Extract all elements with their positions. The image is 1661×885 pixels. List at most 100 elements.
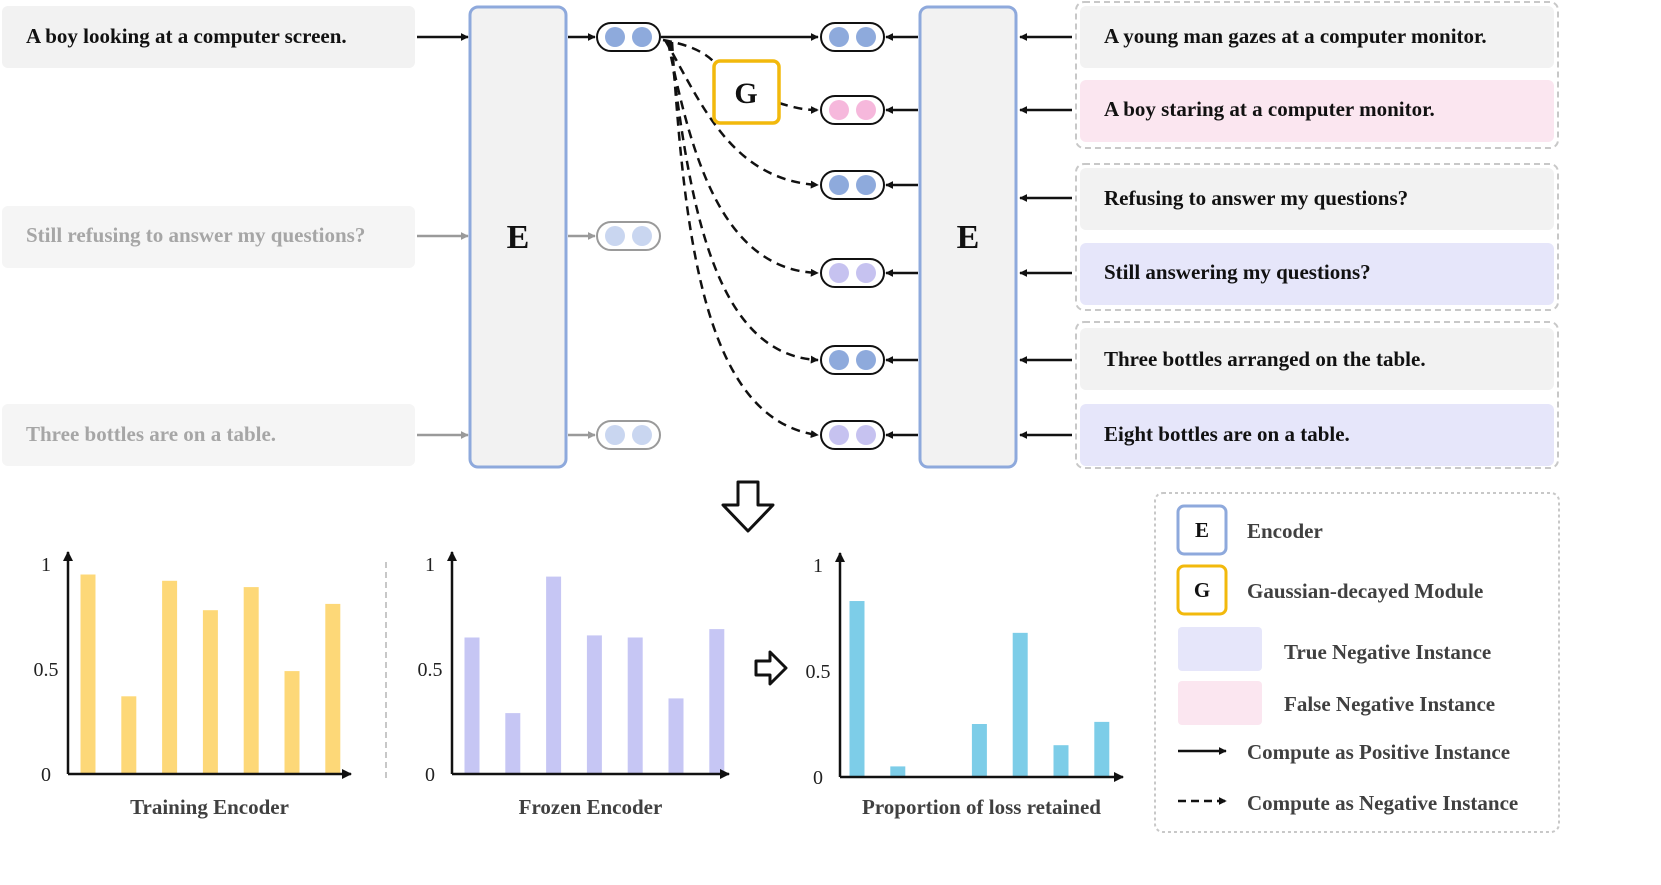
legend-positive-label: Compute as Positive Instance <box>1247 740 1510 764</box>
encoder-label: E <box>507 219 530 256</box>
embedding-dot <box>605 27 625 47</box>
dashed-arrow-g-out <box>778 101 819 114</box>
chart-title: Training Encoder <box>130 795 289 819</box>
right-sentence-text: Eight bottles are on a table. <box>1104 422 1350 446</box>
legend-gaussian-swatch-label: G <box>1194 578 1210 602</box>
legend-encoder-swatch <box>1176 504 1228 556</box>
right-sentence-text: A boy staring at a computer monitor. <box>1104 97 1435 121</box>
bar <box>1053 745 1069 777</box>
chart-title: Frozen Encoder <box>519 795 663 819</box>
bar <box>284 671 300 774</box>
bar <box>243 587 259 774</box>
bar <box>464 637 480 774</box>
left-sentence-bg <box>2 206 415 268</box>
bar <box>80 574 96 774</box>
encoder-box <box>918 5 1018 469</box>
gaussian-module: G <box>712 59 781 125</box>
y-tick-label: 0.5 <box>418 659 443 681</box>
y-tick-label: 0.5 <box>806 661 831 683</box>
right-sentence-text: Three bottles arranged on the table. <box>1104 347 1426 371</box>
bar <box>546 576 562 774</box>
y-tick-label: 0.5 <box>34 659 59 681</box>
right-input-arrows <box>1019 33 1072 439</box>
right-sentence-3: Refusing to answer my questions? <box>1080 168 1554 230</box>
y-tick-label: 1 <box>41 554 51 576</box>
dashed-arrow <box>668 41 819 364</box>
right-encoder: E <box>918 5 1018 469</box>
bar <box>586 635 602 774</box>
bar <box>202 610 218 774</box>
bar <box>709 629 725 774</box>
right-sentence-6: Eight bottles are on a table. <box>1080 404 1554 466</box>
right-sentence-text: Refusing to answer my questions? <box>1104 186 1408 210</box>
left-sentence-bg <box>2 404 415 466</box>
legend-gaussian-swatch <box>1176 564 1228 616</box>
left-sentence-3: Three bottles are on a table. <box>2 404 415 466</box>
right-embeddings <box>820 22 885 450</box>
left-sentence-text: A boy looking at a computer screen. <box>26 24 347 48</box>
y-tick-label: 0 <box>813 767 823 789</box>
bar <box>505 713 521 774</box>
right-embedding <box>820 170 885 200</box>
left-sentence-2: Still refusing to answer my questions? <box>2 206 415 268</box>
right-sentence-2: A boy staring at a computer monitor. <box>1080 80 1554 142</box>
gaussian-box <box>712 59 781 125</box>
gaussian-label: G <box>734 77 757 110</box>
right-embedding <box>820 345 885 375</box>
chart-title: Proportion of loss retained <box>862 795 1101 819</box>
bar <box>668 698 684 774</box>
bar <box>849 601 865 777</box>
dashed-arrow <box>670 41 819 439</box>
right-embedding <box>820 258 885 288</box>
right-embedding <box>820 22 885 52</box>
right-sentence-4: Still answering my questions? <box>1080 243 1554 305</box>
left-sentence-bg <box>2 6 415 68</box>
left-encoder: E <box>468 5 568 469</box>
y-tick-label: 0 <box>41 764 51 786</box>
negative-arrows <box>662 38 819 439</box>
embedding-dot <box>632 27 652 47</box>
right-sentence-text: Still answering my questions? <box>1104 260 1371 284</box>
bar <box>162 580 178 774</box>
bar <box>325 603 341 774</box>
legend-true-negative-swatch <box>1178 627 1262 671</box>
legend-false-negative-label: False Negative Instance <box>1284 692 1495 716</box>
legend-false-negative-swatch <box>1178 681 1262 725</box>
left-sentence-text: Three bottles are on a table. <box>26 422 276 446</box>
bar <box>627 637 643 774</box>
bar <box>1094 721 1110 777</box>
bar <box>121 696 137 774</box>
right-sentence-5: Three bottles arranged on the table. <box>1080 328 1554 390</box>
faded-embedding <box>596 420 661 450</box>
right-embedding <box>820 95 885 125</box>
encoder-label: E <box>957 219 980 256</box>
bar <box>971 724 987 777</box>
legend-gaussian-label: Gaussian-decayed Module <box>1247 579 1483 603</box>
y-tick-label: 1 <box>425 554 435 576</box>
faded-embedding <box>596 221 661 251</box>
anchor-embedding <box>596 22 661 52</box>
right-embedding <box>820 420 885 450</box>
left-sentence-text: Still refusing to answer my questions? <box>26 223 365 247</box>
legend-true-negative-label: True Negative Instance <box>1284 640 1491 664</box>
right-sentence-1: A young man gazes at a computer monitor. <box>1080 6 1554 68</box>
sentence-group-outlines <box>1075 1 1559 469</box>
right-encoder-arrows <box>885 33 918 439</box>
legend-negative-label: Compute as Negative Instance <box>1247 791 1518 815</box>
y-tick-label: 1 <box>813 555 823 577</box>
encoder-box <box>468 5 568 469</box>
legend: E Encoder G Gaussian-decayed Module True… <box>1154 492 1560 833</box>
left-sentence-1: A boy looking at a computer screen. <box>2 6 415 68</box>
dashed-arrow-to-g <box>662 38 717 65</box>
legend-encoder-label: Encoder <box>1247 519 1323 543</box>
legend-frame <box>1154 492 1560 833</box>
right-sentence-text: A young man gazes at a computer monitor. <box>1104 24 1487 48</box>
y-tick-label: 0 <box>425 764 435 786</box>
legend-encoder-swatch-label: E <box>1195 518 1209 542</box>
bar <box>1012 632 1028 777</box>
down-arrow-icon <box>721 480 775 533</box>
